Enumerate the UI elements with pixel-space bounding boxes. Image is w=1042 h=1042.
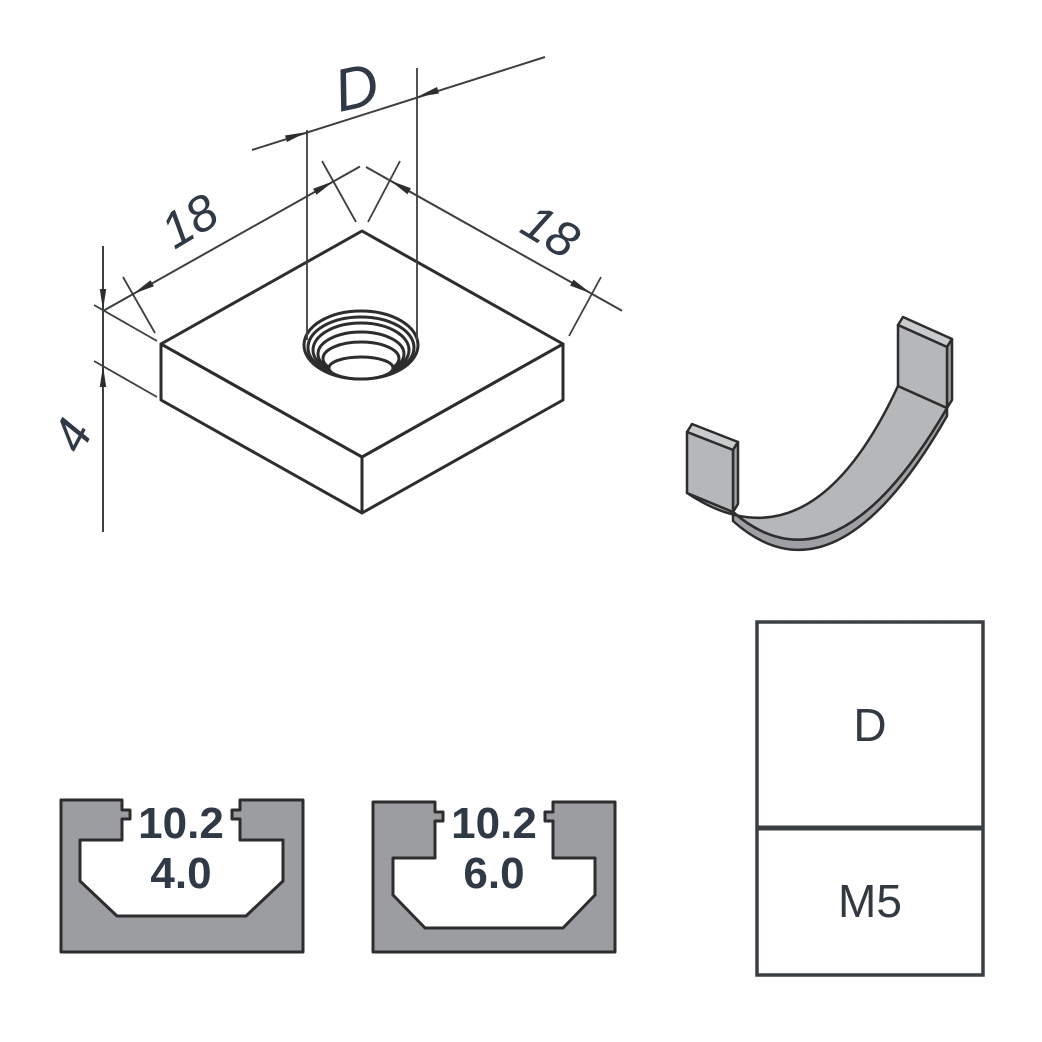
slot-width-label: 10.2	[138, 799, 224, 848]
dim-side-left: 18	[102, 160, 361, 334]
slot-profile-4: 10.2 4.0	[59, 798, 305, 954]
slot-depth-label: 4.0	[150, 849, 211, 898]
clip-left-tab	[685, 422, 740, 514]
clip-right-tab-face	[896, 323, 949, 410]
dim-side-right: 18	[365, 160, 623, 337]
slot-profile-4-outline	[59, 798, 305, 954]
clip-left-tab-face	[685, 430, 735, 514]
extension-line	[367, 160, 401, 223]
arrowhead	[390, 180, 411, 195]
dim-label-18-right: 18	[512, 193, 589, 270]
nut-top-face	[159, 229, 565, 459]
extension-line	[568, 276, 602, 337]
clip-right-tab	[896, 315, 954, 410]
slot-profile-6: 10.2 6.0	[371, 799, 617, 954]
dim-label-4: 4	[41, 410, 104, 461]
arrowhead	[285, 132, 307, 142]
arrowhead	[99, 366, 107, 387]
spring-clip-view	[685, 315, 954, 552]
arrowhead	[313, 181, 334, 195]
arrowhead	[133, 280, 154, 294]
spec-table: D M5	[755, 620, 985, 977]
square-nut-isometric-view: D 18 18 4	[41, 50, 623, 532]
extension-line	[93, 360, 158, 398]
extension-line	[321, 160, 357, 223]
slot-profile-6-outline	[371, 800, 617, 954]
slot-depth-label: 6.0	[463, 849, 524, 898]
dim-hole-diameter: D	[251, 50, 546, 340]
spec-table-header-cell-label: D	[853, 699, 886, 751]
threaded-hole	[302, 309, 420, 381]
extension-line	[122, 276, 156, 334]
dim-label-d: D	[328, 50, 384, 125]
arrowhead	[570, 279, 591, 294]
hole-inner-opening	[327, 355, 395, 381]
arrowhead	[99, 289, 107, 310]
extension-line	[93, 304, 158, 342]
spec-table-border	[755, 620, 985, 977]
arrowhead	[417, 87, 439, 97]
slot-width-label: 10.2	[451, 799, 537, 848]
spec-table-value-label: M5	[838, 875, 902, 927]
